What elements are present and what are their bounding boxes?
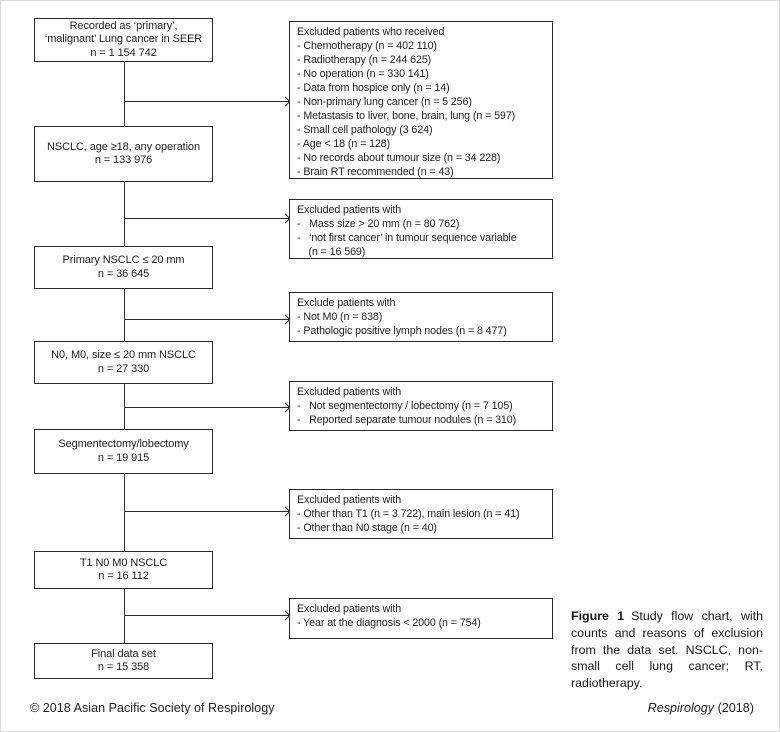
exclusion-item: - Chemotherapy (n = 402 110) — [297, 40, 437, 52]
exclusion-item: - Other than T1 (n = 3 722), main lesion… — [297, 508, 520, 520]
exclusion-box-treatments: Excluded patients who received - Chemoth… — [289, 21, 553, 179]
exclusion-title: Excluded patients with — [297, 204, 402, 216]
exclusion-item: - Data from hospice only (n = 14) — [297, 82, 450, 94]
footer-journal-name: Respirology — [647, 701, 715, 715]
exclusion-item: - Radiotherapy (n = 244 625) — [297, 54, 432, 66]
connector-vline-3 — [124, 289, 126, 341]
caption-text: Study flow chart, with counts and reason… — [571, 609, 763, 691]
exclusion-item: - Not segmentectomy / lobectomy (n = 7 1… — [297, 400, 513, 412]
flow-box-line: Primary NSCLC ≤ 20 mm — [62, 254, 185, 266]
exclusion-arrow-2 — [124, 213, 291, 224]
exclusion-item: - Small cell pathology (3 624) — [297, 124, 433, 136]
exclusion-item: - Brain RT recommended (n = 43) — [297, 166, 454, 178]
exclusion-arrow-6 — [124, 610, 291, 621]
exclusion-item: - Mass size > 20 mm (n = 80 762) — [297, 218, 460, 230]
flow-box-segmentectomy-lobectomy: Segmentectomy/lobectomy n = 19 915 — [34, 429, 213, 474]
exclusion-arrow-3 — [124, 314, 291, 325]
flow-box-count: n = 19 915 — [97, 451, 150, 464]
flow-box-line: NSCLC, age ≥18, any operation — [47, 140, 200, 153]
flow-box-nsclc-operation: NSCLC, age ≥18, any operation n = 133 97… — [34, 126, 213, 182]
exclusion-item: - No operation (n = 330 141) — [297, 68, 429, 80]
exclusion-item: - Reported separate tumour nodules (n = … — [297, 414, 517, 426]
flow-box-line: Segmentectomy/lobectomy — [58, 438, 189, 450]
flow-box-seer-recorded: Recorded as ‘primary’, ‘malignant’ Lung … — [34, 18, 213, 62]
exclusion-item: (n = 16 569) — [297, 246, 366, 258]
flow-box-line: ‘malignant’ Lung cancer in SEER — [44, 33, 203, 46]
exclusion-arrow-1 — [124, 96, 291, 107]
footer-journal-year: (2018) — [714, 701, 754, 715]
exclusion-item: - Pathologic positive lymph nodes (n = 8… — [297, 325, 507, 337]
connector-vline-4 — [124, 384, 126, 429]
flow-box-count: n = 16 112 — [98, 570, 149, 582]
flow-box-count: n = 36 645 — [97, 267, 150, 280]
footer-journal-ref: Respirology (2018) — [648, 701, 754, 715]
exclusion-box-stage: Excluded patients with - Other than T1 (… — [289, 489, 553, 539]
connector-vline-2 — [124, 182, 126, 246]
exclusion-title: Excluded patients with — [297, 494, 402, 506]
exclusion-title: Exclude patients with — [297, 297, 396, 309]
exclusion-title: Excluded patients with — [297, 603, 402, 615]
exclusion-item: - Age < 18 (n = 128) — [297, 138, 391, 150]
flow-box-count: n = 1 154 742 — [90, 46, 157, 59]
flow-box-count: n = 15 358 — [97, 661, 150, 673]
flow-box-line: T1 N0 M0 NSCLC — [79, 556, 168, 569]
exclusion-item: - Other than N0 stage (n = 40) — [297, 522, 437, 534]
exclusion-box-diagnosis-year: Excluded patients with - Year at the dia… — [289, 598, 553, 639]
flow-box-n0m0-nsclc: N0, M0, size ≤ 20 mm NSCLC n = 27 330 — [34, 341, 213, 384]
exclusion-item: - ‘not first cancer’ in tumour sequence … — [297, 232, 517, 244]
exclusion-item: - Not M0 (n = 838) — [297, 311, 383, 323]
connector-vline-5 — [124, 474, 126, 551]
flow-box-primary-nsclc: Primary NSCLC ≤ 20 mm n = 36 645 — [34, 246, 213, 289]
exclusion-box-size-sequence: Excluded patients with - Mass size > 20 … — [289, 199, 553, 259]
flow-box-final-dataset: Final data set n = 15 358 — [34, 643, 213, 679]
exclusion-box-surgery-type: Excluded patients with - Not segmentecto… — [289, 381, 553, 431]
flow-box-t1n0m0-nsclc: T1 N0 M0 NSCLC n = 16 112 — [34, 551, 213, 589]
exclusion-arrow-4 — [124, 402, 291, 413]
connector-vline-1 — [124, 62, 126, 126]
exclusion-item: - No records about tumour size (n = 34 2… — [297, 152, 501, 164]
flow-box-line: N0, M0, size ≤ 20 mm NSCLC — [51, 349, 196, 361]
flow-box-count: n = 133 976 — [94, 154, 153, 166]
exclusion-item: - Year at the diagnosis < 2000 (n = 754) — [297, 617, 481, 629]
exclusion-box-m0-lymph: Exclude patients with - Not M0 (n = 838)… — [289, 292, 553, 342]
footer-copyright: © 2018 Asian Pacific Society of Respirol… — [30, 701, 275, 715]
flow-box-count: n = 27 330 — [97, 362, 150, 375]
exclusion-item: - Non-primary lung cancer (n = 5 256) — [297, 96, 472, 108]
flow-box-line: Final data set — [91, 647, 156, 660]
flow-box-line: Recorded as ‘primary’, — [69, 19, 178, 32]
exclusion-title: Excluded patients with — [297, 386, 402, 398]
exclusion-title: Excluded patients who received — [297, 26, 445, 38]
caption-figure-label: Figure 1 — [571, 609, 625, 623]
exclusion-item: - Metastasis to liver, bone, brain, lung… — [297, 110, 516, 122]
exclusion-arrow-5 — [124, 506, 291, 517]
